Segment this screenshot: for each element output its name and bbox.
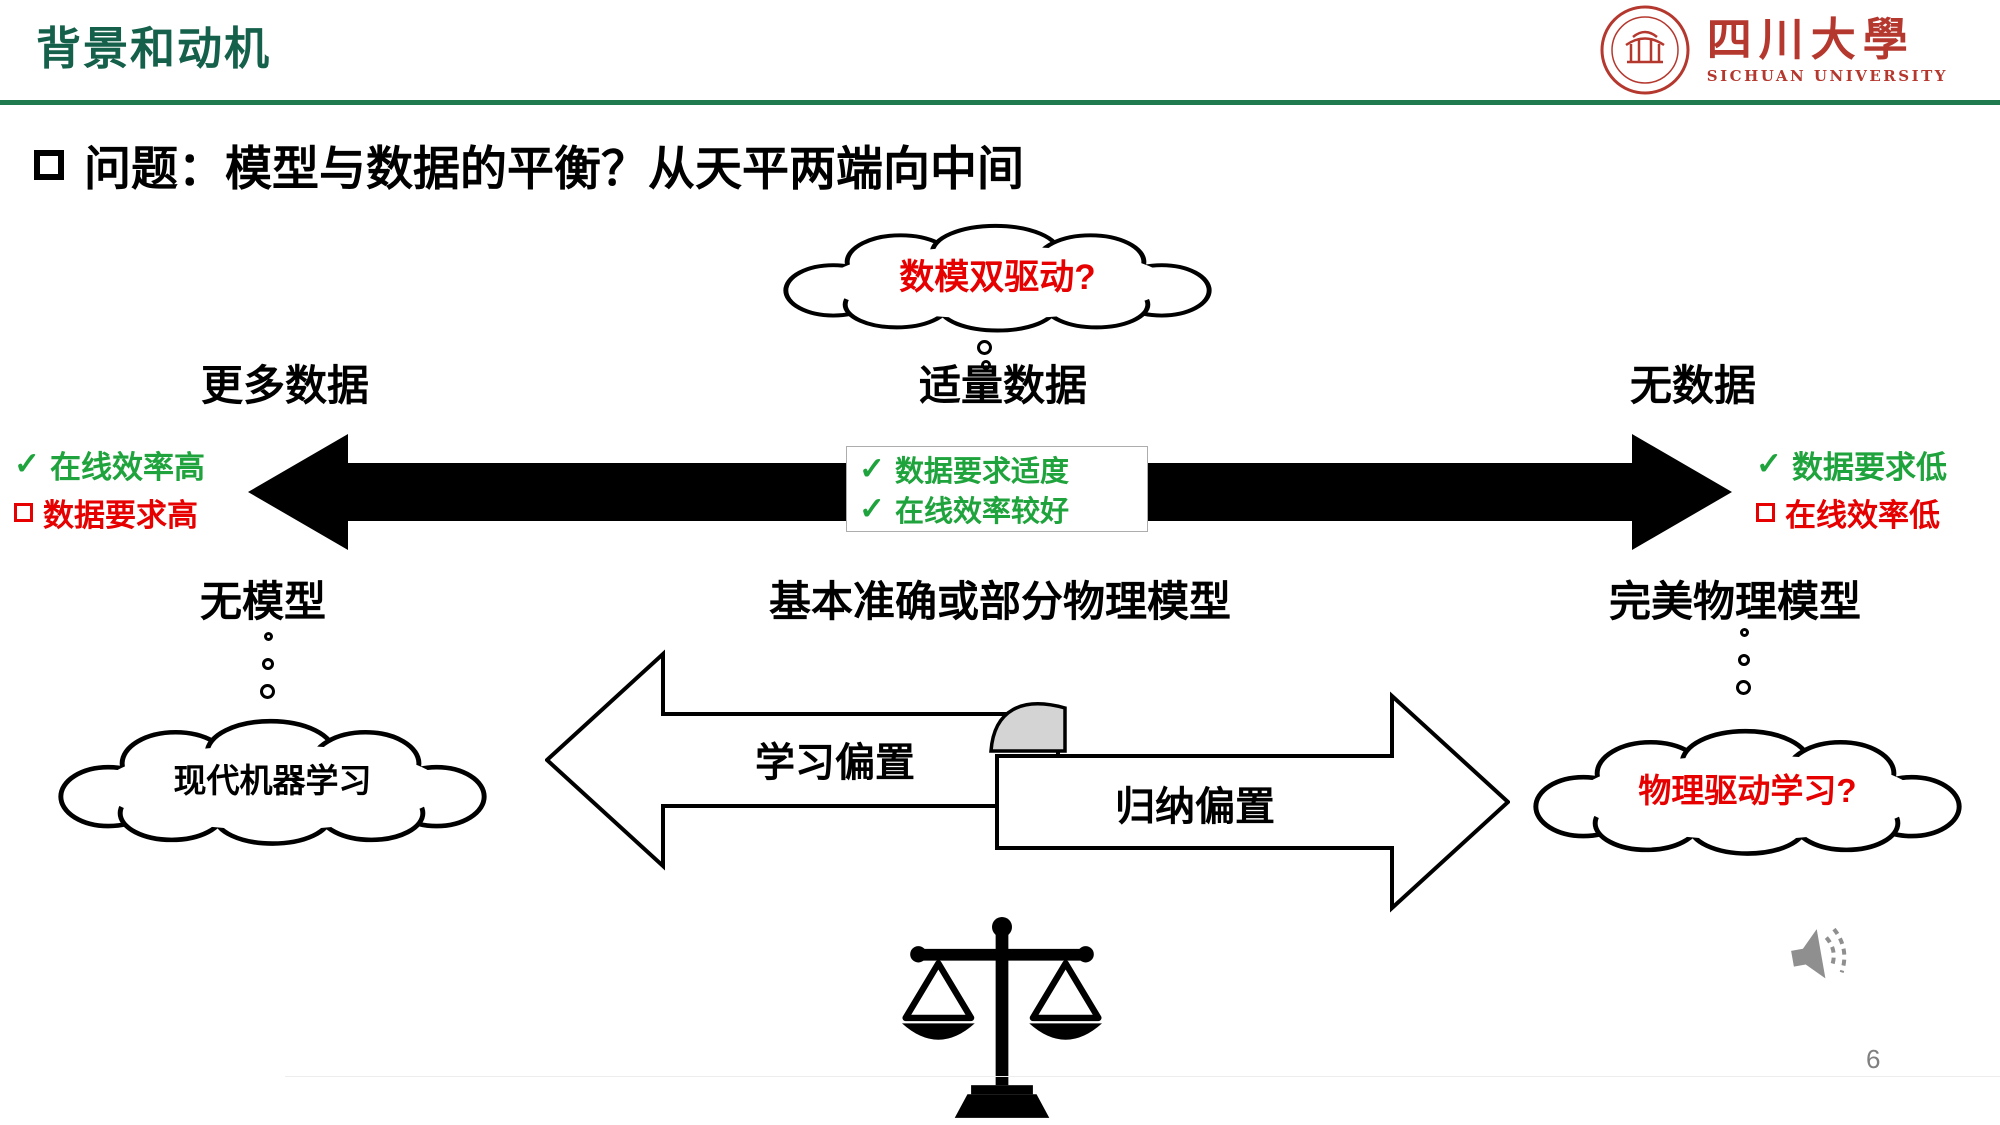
note-text: 在线效率低 (1785, 497, 1940, 533)
note-text: 数据要求高 (43, 497, 198, 533)
university-name-en: SICHUAN UNIVERSITY (1706, 67, 1948, 86)
page-number: 6 (1866, 1044, 1881, 1074)
thought-dot (1736, 680, 1751, 695)
label-more-data: 更多数据 (200, 362, 369, 409)
label-perfect-model: 完美物理模型 (1608, 578, 1861, 625)
question-heading: 问题：模型与数据的平衡？从天平两端向中间 (34, 130, 1024, 199)
label-partial-model: 基本准确或部分物理模型 (768, 578, 1231, 625)
note-center-2: ✓ 在线效率较好 (859, 489, 1135, 529)
note-text: 数据要求适度 (894, 456, 1069, 488)
note-text: 数据要求低 (1791, 449, 1947, 485)
thought-dot (981, 360, 991, 370)
learning-bias-label: 学习偏置 (755, 741, 915, 785)
label-moderate-data: 适量数据 (918, 362, 1087, 409)
thought-dot (977, 340, 992, 355)
balance-scale-icon (902, 917, 1102, 1118)
university-name-block: 四川大學 SICHUAN UNIVERSITY (1707, 15, 1948, 86)
inductive-bias-arrow (995, 691, 1510, 913)
university-name-cn: 四川大學 (1706, 12, 1915, 66)
square-bullet-icon (34, 149, 64, 180)
thought-dot (1740, 628, 1749, 637)
top-cloud-label: 数模双驱动? (899, 258, 1096, 297)
note-con-right: 在线效率低 (1756, 488, 1947, 536)
center-notes-box: ✓ 数据要求适度 ✓ 在线效率较好 (846, 446, 1148, 532)
note-text: 在线效率较好 (894, 496, 1069, 528)
check-icon: ✓ (859, 451, 885, 486)
left-cloud-label: 现代机器学习 (173, 762, 372, 799)
note-text: 在线效率高 (49, 449, 205, 485)
university-logo: 四川大學 SICHUAN UNIVERSITY (1599, 4, 1948, 96)
label-no-model: 无模型 (199, 578, 326, 625)
thought-dot (260, 684, 275, 699)
note-center-1: ✓ 数据要求适度 (859, 449, 1135, 489)
check-icon: ✓ (14, 446, 40, 481)
page-title: 背景和动机 (36, 23, 272, 74)
note-con-left: 数据要求高 (14, 488, 205, 536)
square-bullet-icon (14, 502, 33, 522)
header-divider (0, 100, 2000, 105)
thought-dot (262, 658, 274, 670)
check-icon: ✓ (859, 491, 885, 526)
right-notes: ✓ 数据要求低 在线效率低 (1756, 440, 1947, 536)
university-seal-icon (1600, 5, 1690, 95)
note-pro-left: ✓ 在线效率高 (14, 440, 205, 488)
thought-dot (1738, 654, 1750, 666)
inductive-bias-label: 归纳偏置 (1115, 785, 1275, 829)
check-icon: ✓ (1756, 446, 1782, 481)
footer-divider (285, 1076, 2000, 1077)
left-notes: ✓ 在线效率高 数据要求高 (14, 440, 205, 536)
question-text: 问题：模型与数据的平衡？从天平两端向中间 (84, 142, 1024, 195)
square-bullet-icon (1756, 502, 1775, 522)
thought-dot (264, 632, 273, 641)
right-cloud-label: 物理驱动学习? (1638, 772, 1857, 809)
label-no-data: 无数据 (1629, 362, 1756, 409)
speaker-icon[interactable] (1790, 918, 1870, 990)
ribbon-fold (989, 702, 1067, 753)
note-pro-right: ✓ 数据要求低 (1756, 440, 1947, 488)
